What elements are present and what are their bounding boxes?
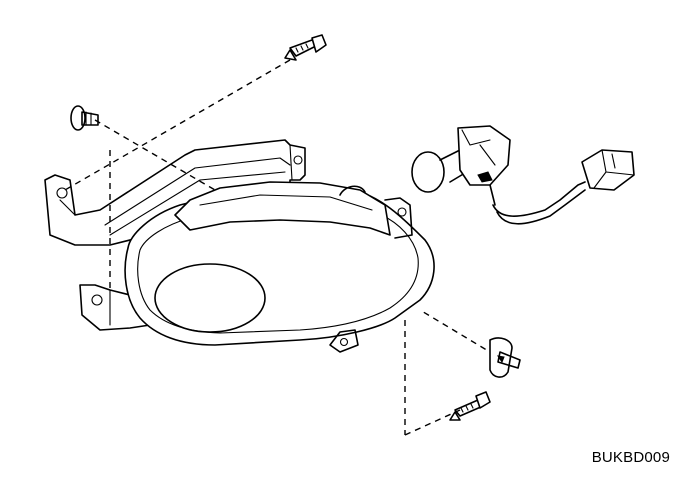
bulb-and-socket-icon [411, 125, 511, 206]
leader-lines [64, 59, 496, 436]
push-clip-left-icon [70, 105, 99, 131]
wire-harness-connector-icon [581, 149, 635, 191]
diagram-code-label: BUKBD009 [591, 449, 670, 466]
push-clip-right-icon [489, 337, 521, 378]
fog-lamp-assembly-icon [124, 181, 435, 353]
wire-harness-icon [492, 181, 586, 225]
screw-bottom-icon [449, 391, 491, 421]
screw-top-icon [284, 34, 327, 61]
